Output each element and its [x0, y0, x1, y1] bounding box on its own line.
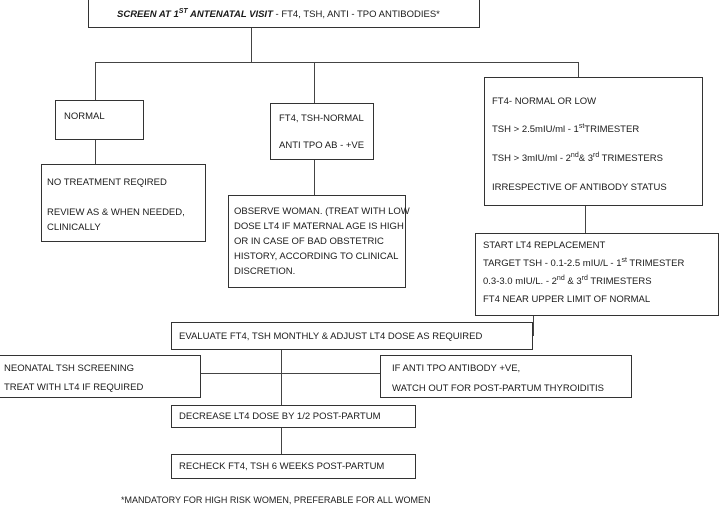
- antibody-positive-line1: FT4, TSH-NORMAL: [279, 113, 364, 124]
- criteria-line2: TSH > 2.5mIU/ml - 1stTRIMESTER: [492, 123, 640, 136]
- criteria-line2-a: TSH > 2.5mIU/ml - 1: [492, 124, 579, 135]
- lt4-line2-sup: st: [621, 257, 627, 264]
- decrease-dose-box: DECREASE LT4 DOSE BY 1/2 POST-PARTUM: [171, 405, 416, 428]
- observe-line3: OR IN CASE OF BAD OBSTETRIC: [234, 236, 384, 247]
- criteria-line3-sup2: rd: [592, 152, 600, 159]
- screening-text: SCREEN AT 1ST ANTENATAL VISIT - FT4, TSH…: [117, 8, 440, 21]
- connector-to-right: [578, 62, 579, 77]
- neonatal-line2: TREAT WITH LT4 IF REQUIRED: [4, 382, 144, 393]
- lt4-line2-a: TARGET TSH - 0.1-2.5 mIU/L - 1: [483, 258, 622, 269]
- evaluate-label: EVALUATE FT4, TSH MONTHLY & ADJUST LT4 D…: [179, 331, 483, 342]
- observe-line2: DOSE LT4 IF MATERNAL AGE IS HIGH: [234, 221, 404, 232]
- observe-line5: DISCRETION.: [234, 266, 296, 277]
- connector-normal-outcome: [95, 139, 96, 164]
- connector-to-normal: [95, 62, 96, 100]
- normal-outcome-line3: CLINICALLY: [47, 222, 101, 233]
- evaluate-box: EVALUATE FT4, TSH MONTHLY & ADJUST LT4 D…: [171, 322, 533, 350]
- lt4-line3-a: 0.3-3.0 mIU/L. - 2: [483, 276, 557, 287]
- decrease-label: DECREASE LT4 DOSE BY 1/2 POST-PARTUM: [179, 411, 381, 422]
- recheck-label: RECHECK FT4, TSH 6 WEEKS POST-PARTUM: [179, 461, 385, 472]
- thyroiditis-line1: IF ANTI TPO ANTIBODY +VE,: [392, 363, 521, 374]
- observe-woman-box: OBSERVE WOMAN. (TREAT WITH LOW DOSE LT4 …: [228, 195, 410, 288]
- criteria-line2-sup: st: [578, 123, 585, 130]
- antibody-positive-box: FT4, TSH-NORMAL ANTI TPO AB - +VE: [270, 103, 374, 160]
- connector-side-horizontal: [200, 373, 380, 374]
- neonatal-line1: NEONATAL TSH SCREENING: [4, 363, 135, 374]
- observe-line1: OBSERVE WOMAN. (TREAT WITH LOW: [234, 206, 410, 217]
- criteria-line3-a: TSH > 3mIU/ml - 2: [492, 153, 571, 164]
- lt4-replacement-box: START LT4 REPLACEMENT TARGET TSH - 0.1-2…: [475, 233, 719, 316]
- recheck-box: RECHECK FT4, TSH 6 WEEKS POST-PARTUM: [171, 454, 416, 479]
- lt4-line3-sup1: nd: [556, 275, 565, 282]
- antibody-positive-line2: ANTI TPO AB - +VE: [279, 140, 365, 151]
- connector-lt4-evaluate: [533, 316, 534, 336]
- lt4-line3-sup2: rd: [581, 275, 588, 282]
- criteria-line2-b: TRIMESTER: [584, 124, 640, 135]
- criteria-line3-b: & 3: [578, 153, 593, 164]
- footnote: *MANDATORY FOR HIGH RISK WOMEN, PREFERAB…: [121, 495, 431, 505]
- normal-label: NORMAL: [64, 111, 105, 122]
- hypothyroid-criteria-box: FT4- NORMAL OR LOW TSH > 2.5mIU/ml - 1st…: [484, 77, 703, 206]
- screening-box: SCREEN AT 1ST ANTENATAL VISIT - FT4, TSH…: [88, 0, 480, 28]
- lt4-line3-b: & 3: [564, 276, 582, 287]
- postpartum-thyroiditis-box: IF ANTI TPO ANTIBODY +VE, WATCH OUT FOR …: [380, 355, 632, 398]
- lt4-line4: FT4 NEAR UPPER LIMIT OF NORMAL: [483, 294, 651, 305]
- criteria-line3: TSH > 3mIU/ml - 2nd& 3rd TRIMESTERS: [492, 152, 663, 165]
- normal-box: NORMAL: [55, 100, 144, 140]
- lt4-line1: START LT4 REPLACEMENT: [483, 240, 606, 251]
- normal-outcome-box: NO TREATMENT REQIRED REVIEW AS & WHEN NE…: [41, 164, 206, 242]
- normal-outcome-line2: REVIEW AS & WHEN NEEDED,: [47, 207, 185, 218]
- screening-rest: - FT4, TSH, ANTI - TPO ANTIBODIES*: [272, 9, 440, 20]
- connector-evaluate-down: [281, 349, 282, 405]
- connector-branch-horizontal: [95, 62, 579, 63]
- observe-line4: HISTORY, ACCORDING TO CLINICAL: [234, 251, 399, 262]
- criteria-line3-sup1: nd: [570, 152, 579, 159]
- screening-bold-1: SCREEN AT 1: [117, 9, 179, 20]
- connector-decrease-recheck: [281, 427, 282, 454]
- neonatal-box: NEONATAL TSH SCREENING TREAT WITH LT4 IF…: [0, 355, 201, 398]
- connector-top-down: [251, 27, 252, 62]
- connector-to-mid: [314, 62, 315, 103]
- connector-mid-observe: [314, 160, 315, 195]
- criteria-line4: IRRESPECTIVE OF ANTIBODY STATUS: [492, 182, 667, 193]
- lt4-line2-b: TRIMESTER: [626, 258, 685, 269]
- normal-outcome-line1: NO TREATMENT REQIRED: [47, 177, 167, 188]
- lt4-line2: TARGET TSH - 0.1-2.5 mIU/L - 1st TRIMEST…: [483, 257, 685, 270]
- screening-bold-sup: ST: [178, 8, 188, 15]
- connector-right-lt4: [585, 206, 586, 233]
- criteria-line1: FT4- NORMAL OR LOW: [492, 96, 597, 107]
- criteria-line3-c: TRIMESTERS: [599, 153, 663, 164]
- lt4-line3-c: TRIMESTERS: [587, 276, 652, 287]
- thyroiditis-line2: WATCH OUT FOR POST-PARTUM THYROIDITIS: [392, 383, 604, 394]
- lt4-line3: 0.3-3.0 mIU/L. - 2nd & 3rd TRIMESTERS: [483, 275, 652, 288]
- screening-bold-2: ANTENATAL VISIT: [187, 9, 273, 20]
